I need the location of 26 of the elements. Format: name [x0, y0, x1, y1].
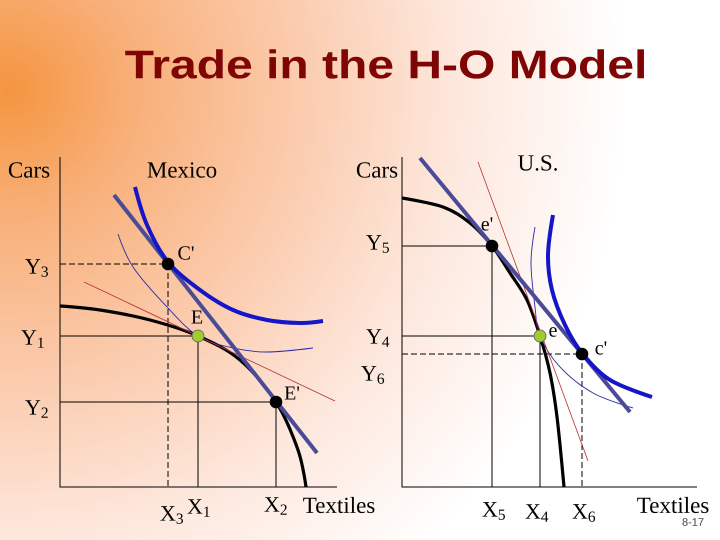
tick-label: X$_{6}$: [572, 504, 596, 522]
tick-label: X$_{1}$: [187, 499, 210, 517]
tick-label: X$_{4}$: [525, 504, 548, 522]
tick-label: X$_{2}$: [264, 497, 287, 515]
axis-title: Textiles: [637, 496, 708, 514]
point-label: E': [284, 386, 300, 400]
panel-title: U.S.: [518, 155, 557, 171]
axis-title: Textiles: [303, 496, 374, 514]
tick-label: Y$_{2}$: [25, 400, 48, 418]
tick-label: Y$_{3}$: [25, 259, 48, 277]
tick-label: Y$_{1}$: [21, 330, 44, 348]
point-label: e: [549, 327, 557, 337]
point-label: c': [596, 341, 606, 355]
point-label: e': [482, 217, 492, 231]
axis-title: Cars: [8, 162, 50, 178]
tick-label: X$_{5}$: [482, 502, 505, 520]
axis-title: Cars: [356, 162, 398, 178]
title: Trade in the H-O Model: [125, 49, 644, 79]
tick-label: Y$_{6}$: [361, 366, 384, 384]
page-number: 8-17: [682, 518, 704, 526]
point-label: C': [178, 246, 194, 260]
point-label: E: [191, 310, 202, 324]
tick-label: X$_{3}$: [160, 506, 183, 524]
tick-label: Y$_{5}$: [366, 235, 389, 253]
panel-title: Mexico: [148, 162, 216, 178]
tick-label: Y$_{4}$: [366, 329, 390, 347]
